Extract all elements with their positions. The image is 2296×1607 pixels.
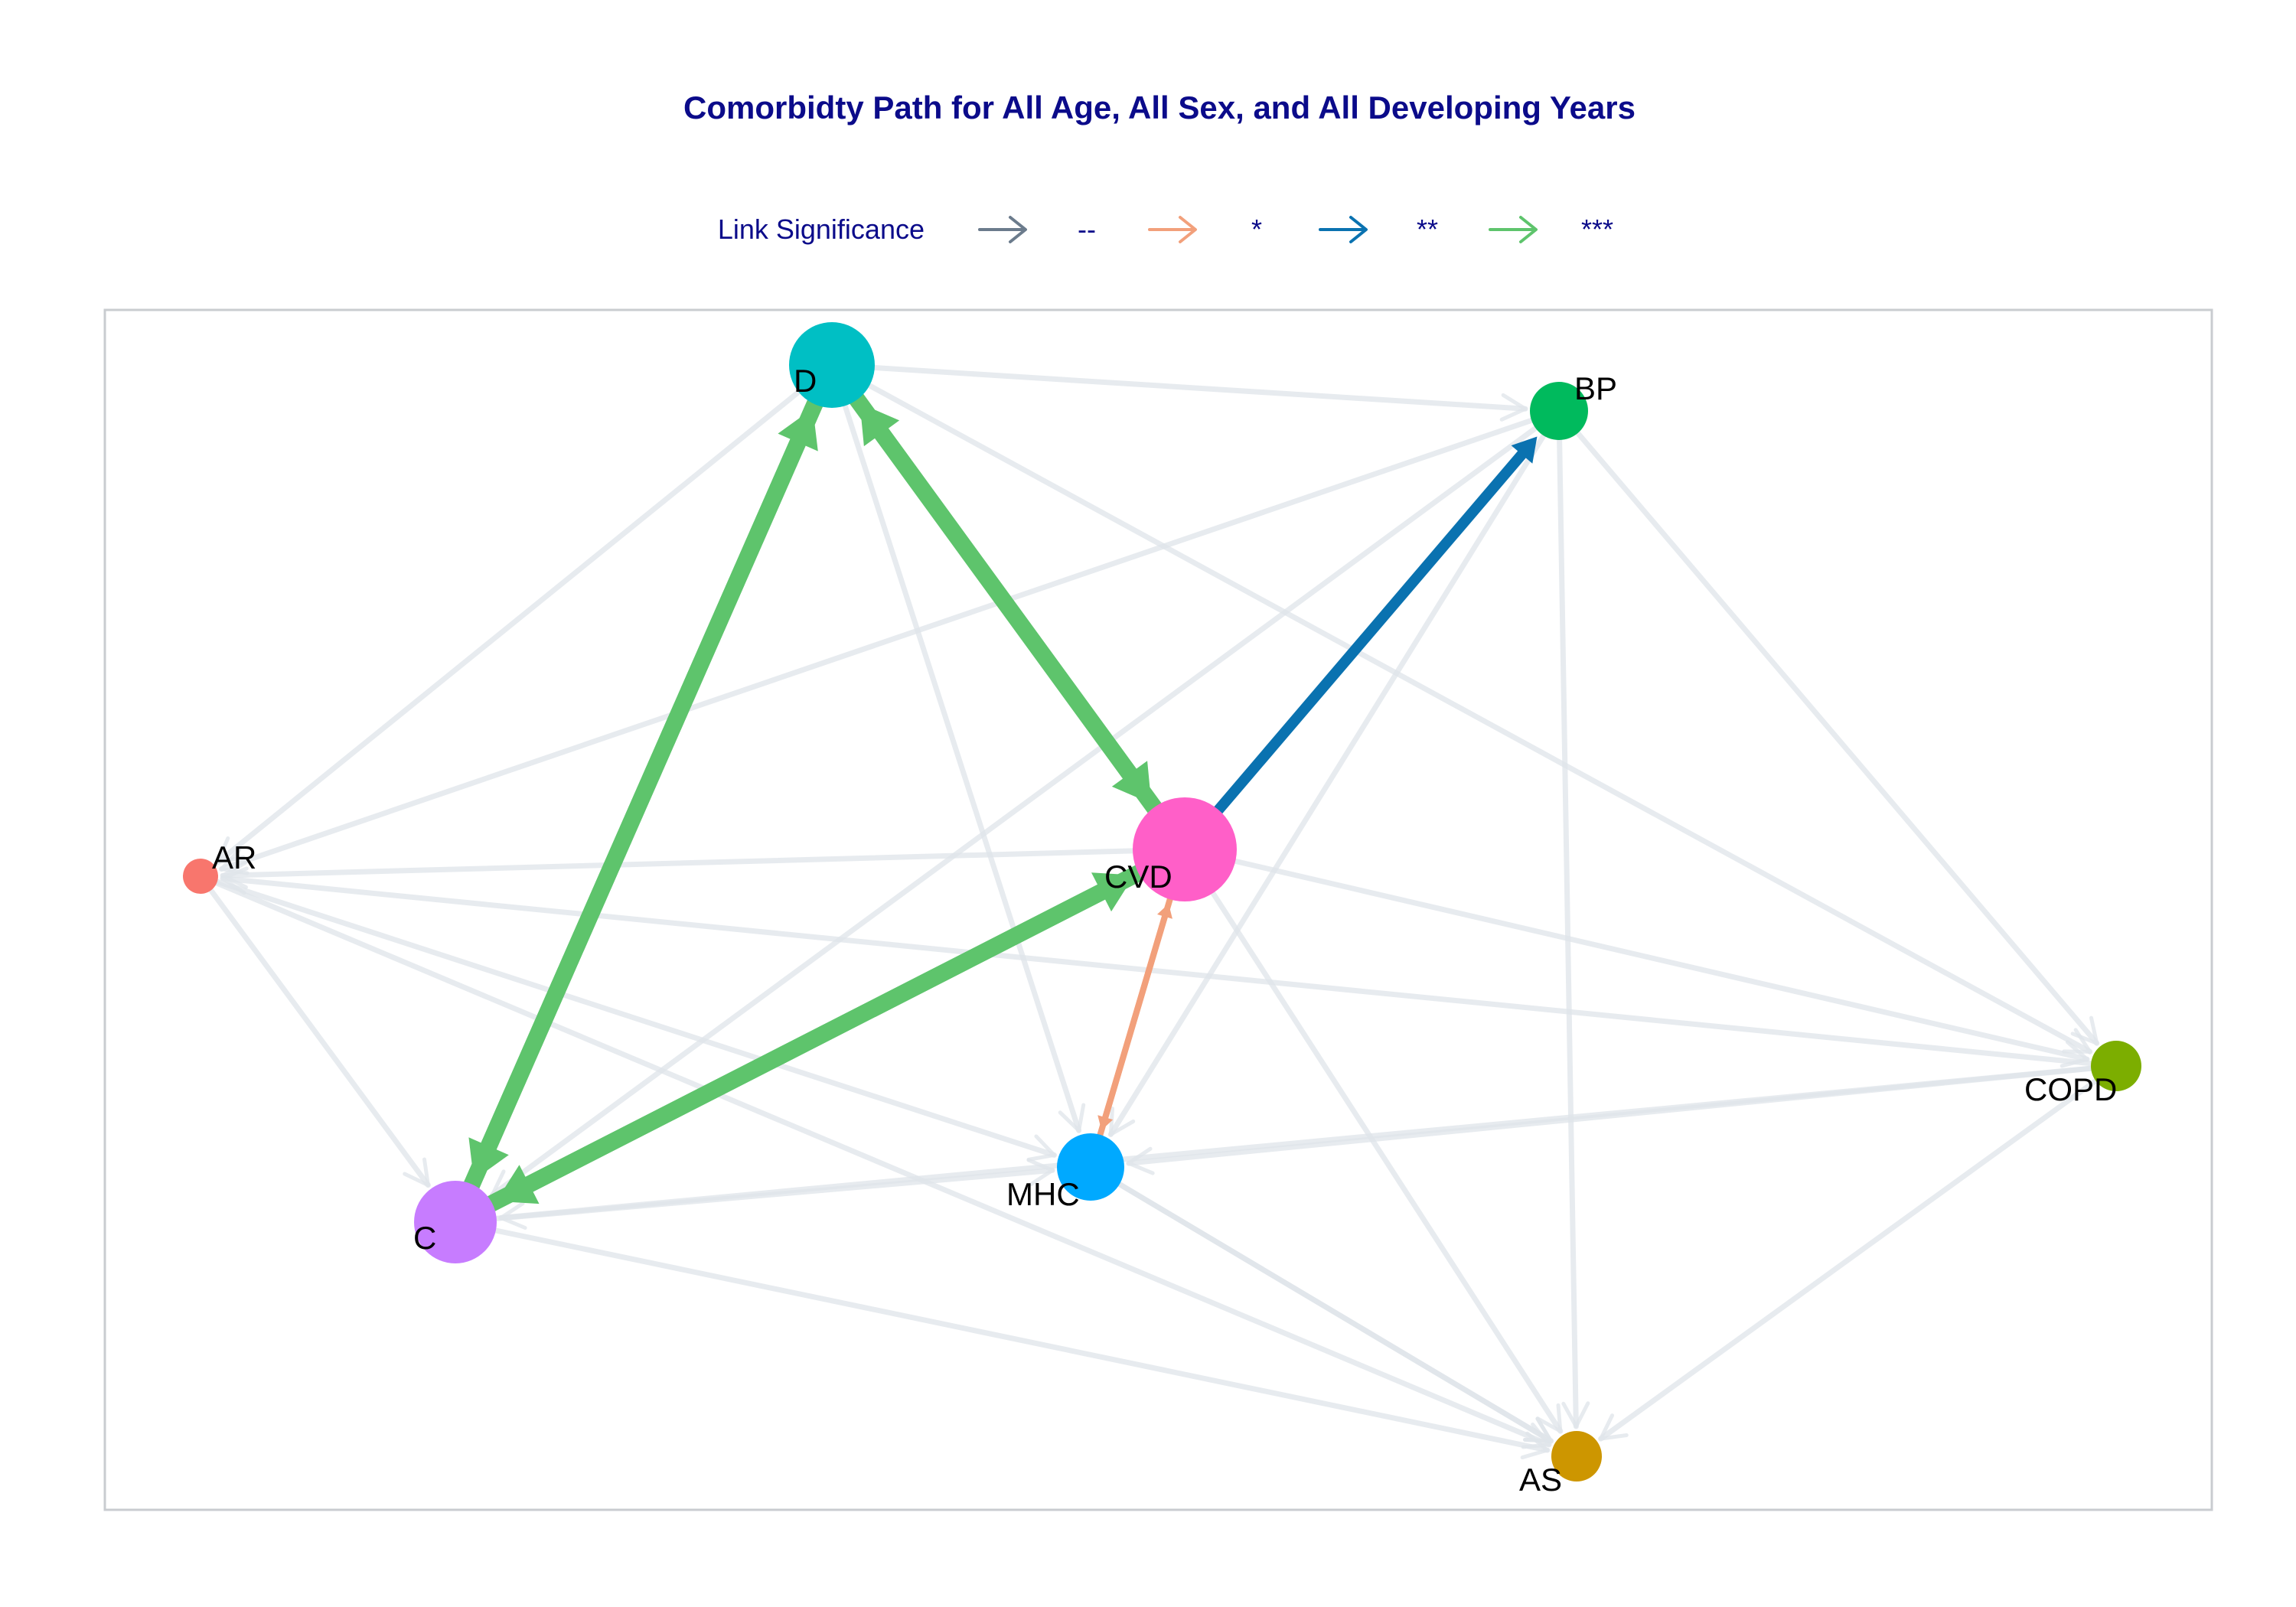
legend-arrow-icon (1319, 216, 1368, 243)
legend-arrow-icon (1148, 216, 1197, 243)
link-arrow (1107, 422, 1553, 1137)
node-c[interactable]: C (413, 1181, 497, 1263)
link-arrow (220, 866, 2104, 1068)
link-arrow (489, 419, 1548, 1198)
node-label: D (794, 363, 817, 399)
legend-item-label: -- (1078, 214, 1096, 245)
plot-frame (103, 308, 2213, 1511)
node-circle[interactable] (1133, 797, 1237, 901)
node-label: C (413, 1220, 436, 1256)
link-arrow (220, 847, 1156, 889)
node-as[interactable]: AS (1519, 1431, 1602, 1498)
nodes-layer: D BP CVD AR COPD MHC C AS (183, 322, 2141, 1498)
link-arrow (1598, 1072, 2107, 1442)
legend-arrow-icon (1489, 216, 1538, 243)
node-label: BP (1574, 370, 1617, 406)
node-label: MHC (1006, 1176, 1080, 1212)
link-arrow (1105, 1175, 1554, 1444)
legend-arrow-icon (978, 216, 1027, 243)
legend-item-label: ** (1417, 214, 1438, 245)
node-circle[interactable] (789, 322, 875, 408)
legend-item: *** (1489, 214, 1613, 245)
link-arrow (1201, 436, 1538, 830)
node-copd[interactable]: COPD (2024, 1041, 2141, 1107)
link-arrow (496, 856, 1161, 1204)
link-arrow (1567, 421, 2100, 1046)
node-label: AR (212, 839, 256, 875)
legend-item-label: * (1251, 214, 1262, 245)
legend-item: ** (1319, 214, 1438, 245)
link-arrow (1199, 872, 1564, 1434)
link-arrow (1093, 903, 1172, 1149)
node-d[interactable]: D (789, 322, 875, 408)
node-circle[interactable] (183, 859, 218, 894)
node-circle[interactable] (1551, 1431, 1602, 1482)
diagram-title: Comorbidty Path for All Age, All Sex, an… (683, 90, 1636, 125)
links-layer (204, 363, 2107, 1460)
node-cvd[interactable]: CVD (1104, 797, 1237, 901)
node-label: COPD (2024, 1071, 2117, 1107)
node-circle[interactable] (414, 1181, 497, 1263)
link-arrow (204, 882, 431, 1188)
legend-title: Link Significance (718, 214, 925, 245)
node-ar[interactable]: AR (183, 839, 256, 894)
legend-item: * (1148, 214, 1262, 245)
link-arrow (837, 386, 1086, 1133)
node-mhc[interactable]: MHC (1006, 1133, 1124, 1212)
node-label: AS (1519, 1462, 1562, 1498)
link-arrow (468, 385, 830, 1181)
node-bp[interactable]: BP (1530, 370, 1617, 440)
link-arrow (1556, 425, 1590, 1429)
node-label: CVD (1104, 859, 1172, 895)
node-circle[interactable] (2091, 1041, 2141, 1091)
node-circle[interactable] (1530, 382, 1588, 440)
node-circle[interactable] (1057, 1133, 1124, 1201)
link-arrow (855, 363, 1528, 422)
legend-item-label: *** (1581, 214, 1613, 245)
link-arrow (851, 374, 2093, 1054)
legend: Link Significance --****** (718, 214, 1613, 245)
legend-item: -- (978, 214, 1096, 245)
link-arrow (477, 1158, 1055, 1223)
link-arrow (840, 380, 1152, 804)
link-arrow (1212, 853, 2090, 1068)
link-arrow (207, 876, 1057, 1162)
link-arrow (215, 378, 815, 865)
